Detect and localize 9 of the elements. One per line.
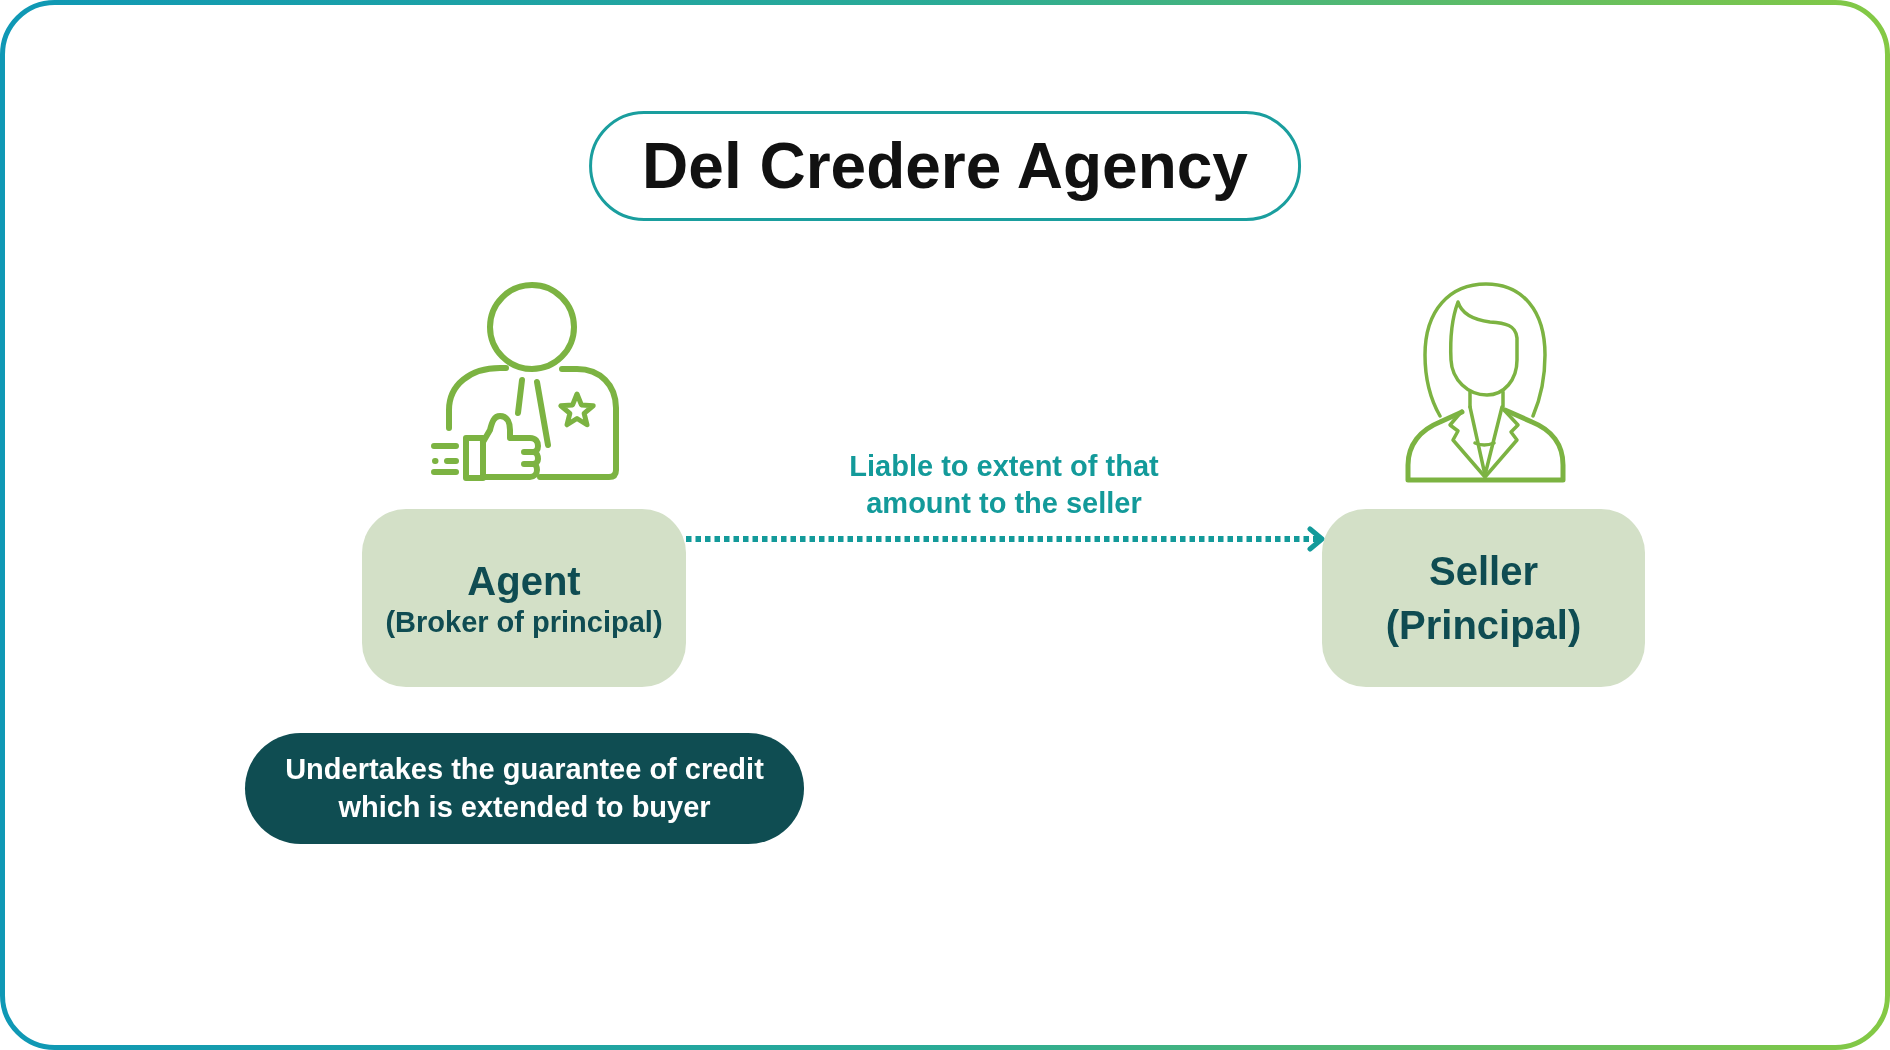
- box-heading: Agent: [467, 557, 581, 605]
- title: Del Credere Agency: [589, 111, 1301, 221]
- role-box: [362, 509, 686, 687]
- note-text: Undertakes the guarantee of credit which is extended to buyer: [284, 751, 765, 825]
- box-subheading: (Broker of principal): [385, 604, 663, 640]
- role-box: [1322, 509, 1645, 687]
- edge-label: Liable to extent of that amount to the seller: [848, 448, 1160, 522]
- dotted-arrow: [686, 526, 1325, 552]
- box-label: Seller (Principal): [1384, 548, 1583, 649]
